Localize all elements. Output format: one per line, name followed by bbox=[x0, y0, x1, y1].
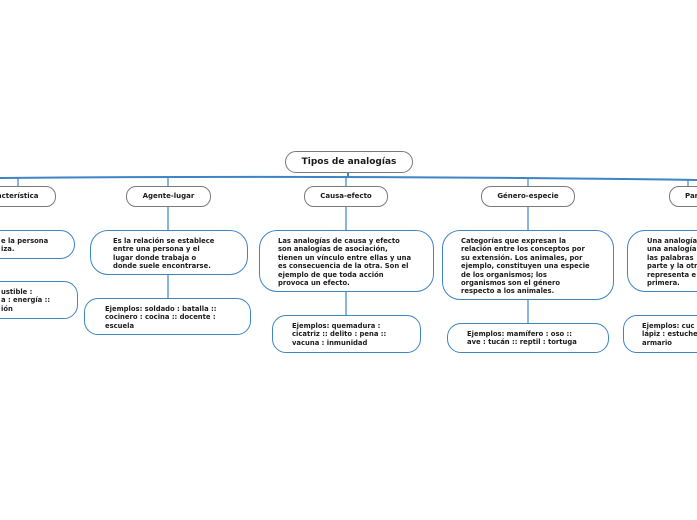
text-line: Ejemplos: soldado : batalla :: bbox=[105, 305, 217, 313]
text-line: escuela bbox=[105, 321, 135, 330]
category-node-causa-efecto[interactable]: Causa-efecto bbox=[304, 186, 388, 207]
example-node-causa-efecto[interactable]: Ejemplos: quemadura : cicatriz :: delito… bbox=[272, 315, 421, 353]
description-node-agente-lugar[interactable]: Es la relación se establece entre una pe… bbox=[90, 230, 248, 275]
text-line: respecto a los animales. bbox=[461, 287, 555, 296]
text-line: representa e bbox=[647, 270, 697, 279]
text-line: es consecuencia de la otra. Son el bbox=[278, 262, 409, 271]
description-node-parte-todo[interactable]: Una analogía una analogía las palabras p… bbox=[627, 230, 697, 292]
text-line: ustible : bbox=[1, 288, 33, 296]
text-line: relación entre los conceptos por bbox=[461, 245, 585, 254]
text-line: armario bbox=[642, 338, 672, 347]
text-line: iza. bbox=[1, 245, 15, 254]
text-line: Ejemplos: mamífero : oso :: bbox=[467, 330, 572, 338]
category-label: Agente-lugar bbox=[142, 192, 195, 200]
text-line: las palabras bbox=[647, 253, 694, 262]
text-line: primera. bbox=[647, 279, 680, 288]
category-node-genero-especie[interactable]: Género-especie bbox=[481, 186, 575, 207]
example-node-genero-especie[interactable]: Ejemplos: mamífero : oso :: ave : tucán … bbox=[447, 323, 609, 353]
category-label: Género-especie bbox=[497, 192, 559, 200]
description-node-genero-especie[interactable]: Categorías que expresan la relación entr… bbox=[442, 230, 614, 300]
text-line: e la persona bbox=[1, 237, 49, 245]
category-label: racterística bbox=[0, 192, 39, 200]
text-line: a : energía :: bbox=[1, 296, 51, 305]
text-line: entre una persona y el bbox=[113, 245, 200, 254]
text-line: lugar donde trabaja o bbox=[113, 253, 197, 262]
root-title: Tipos de analogías bbox=[301, 157, 397, 167]
text-line: Ejemplos: cuc bbox=[642, 322, 695, 330]
text-line: provoca un efecto. bbox=[278, 279, 350, 288]
main-connector bbox=[0, 175, 697, 181]
category-label: Causa-efecto bbox=[320, 192, 372, 200]
category-label: Par bbox=[685, 192, 697, 200]
text-line: donde suele encontrarse. bbox=[113, 262, 211, 271]
text-line: Una analogía bbox=[647, 237, 697, 245]
text-line: organismos son el género bbox=[461, 279, 561, 288]
category-node-agente-lugar[interactable]: Agente-lugar bbox=[126, 186, 211, 207]
text-line: parte y la otr bbox=[647, 262, 697, 271]
text-line: cicatriz :: delito : pena :: bbox=[292, 330, 387, 339]
text-line: ejemplo, constituyen una especie bbox=[461, 262, 590, 271]
text-line: ión bbox=[1, 304, 13, 313]
description-node-caracteristica[interactable]: e la persona iza. bbox=[0, 230, 75, 259]
root-node[interactable]: Tipos de analogías bbox=[285, 151, 413, 173]
example-node-caracteristica[interactable]: ustible : a : energía :: ión bbox=[0, 281, 78, 319]
text-line: ave : tucán :: reptil : tortuga bbox=[467, 338, 577, 347]
text-line: lápiz : estuche bbox=[642, 330, 697, 339]
category-node-parte-todo[interactable]: Par bbox=[669, 186, 697, 207]
text-line: son analogías de asociación, bbox=[278, 245, 388, 254]
text-line: tienen un vínculo entre ellas y una bbox=[278, 253, 412, 262]
text-line: su extensión. Los animales, por bbox=[461, 253, 583, 262]
text-line: Las analogías de causa y efecto bbox=[278, 237, 400, 245]
description-node-causa-efecto[interactable]: Las analogías de causa y efecto son anal… bbox=[259, 230, 434, 292]
text-line: vacuna : inmunidad bbox=[292, 338, 368, 347]
text-line: de los organismos; los bbox=[461, 270, 547, 279]
example-node-parte-todo[interactable]: Ejemplos: cuc lápiz : estuche armario bbox=[623, 315, 697, 353]
text-line: Categorías que expresan la bbox=[461, 237, 566, 245]
text-line: cocinero : cocina :: docente : bbox=[105, 313, 216, 322]
example-node-agente-lugar[interactable]: Ejemplos: soldado : batalla :: cocinero … bbox=[84, 298, 251, 335]
text-line: Es la relación se establece bbox=[113, 237, 215, 245]
text-line: Ejemplos: quemadura : bbox=[292, 322, 381, 330]
text-line: ejemplo de que toda acción bbox=[278, 270, 384, 279]
category-node-caracteristica[interactable]: racterística bbox=[0, 186, 56, 207]
text-line: una analogía bbox=[647, 245, 697, 254]
